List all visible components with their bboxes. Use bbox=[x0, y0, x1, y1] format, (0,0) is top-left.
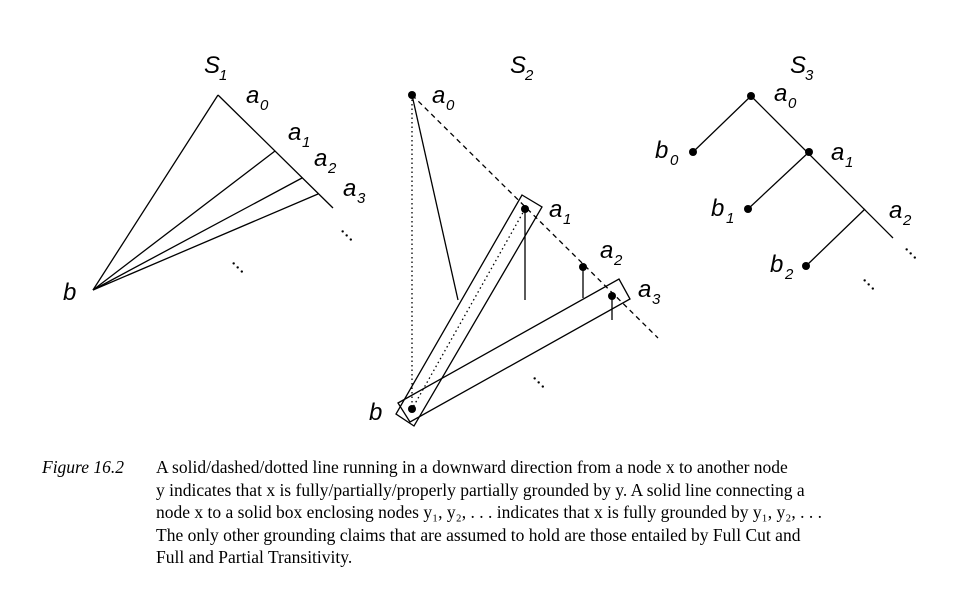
diagram-s1: S 1 a 0 a 1 a 2 a 3 ... ... b bbox=[63, 52, 366, 306]
s2-box-b-a1 bbox=[395, 194, 543, 427]
s2-node-b bbox=[408, 405, 416, 413]
s2-title: S bbox=[510, 52, 526, 79]
s1-label-a3: a bbox=[343, 175, 356, 202]
caption-line: The only other grounding claims that are… bbox=[156, 524, 801, 545]
s3-node-a1 bbox=[805, 148, 813, 156]
s2-label-a2: a bbox=[600, 237, 613, 264]
s2-dotted-a1-b bbox=[411, 208, 526, 410]
s3-edge-a1-b1 bbox=[747, 151, 810, 210]
s2-label-a3-sub: 3 bbox=[652, 291, 661, 308]
s3-label-a0-sub: 0 bbox=[788, 95, 797, 112]
s3-label-a1-sub: 1 bbox=[845, 154, 853, 171]
s1-edge-a3-b bbox=[92, 193, 319, 291]
caption-line: y indicates that x is fully/partially/pr… bbox=[156, 479, 805, 500]
s2-node-a0 bbox=[408, 91, 416, 99]
s3-label-b1: b bbox=[711, 195, 724, 222]
figure-caption: Figure 16.2 A solid/dashed/dotted line r… bbox=[42, 456, 947, 569]
s3-label-b0-sub: 0 bbox=[670, 152, 679, 169]
s3-label-a0: a bbox=[774, 80, 787, 107]
s3-node-a0 bbox=[747, 92, 755, 100]
s2-title-subscript: 2 bbox=[524, 67, 534, 84]
s2-edge-a0-box bbox=[411, 94, 459, 301]
grounding-diagram: S 1 a 0 a 1 a 2 a 3 ... ... b S 2 bbox=[63, 52, 927, 427]
s2-label-a1: a bbox=[549, 196, 562, 223]
s1-title-subscript: 1 bbox=[219, 67, 227, 84]
s1-edge-a2-b bbox=[92, 177, 303, 291]
s1-label-a1-sub: 1 bbox=[302, 134, 310, 151]
caption-line: Full and Partial Transitivity. bbox=[156, 547, 353, 567]
s3-label-a2-sub: 2 bbox=[902, 212, 912, 229]
s1-label-a1: a bbox=[288, 119, 301, 146]
s3-ellipsis-main: ... bbox=[900, 237, 927, 264]
diagram-s2: S 2 a 0 a 1 a 2 a 3 b ... bbox=[369, 52, 661, 427]
s1-label-a3-sub: 3 bbox=[357, 190, 366, 207]
diagram-s3: S 3 a 0 a 1 a 2 b 0 b 1 b 2 ... ... bbox=[655, 52, 927, 295]
s1-main-line bbox=[217, 94, 334, 209]
s3-node-b2 bbox=[802, 262, 810, 270]
caption-line: node x to a solid box enclosing nodes y₁… bbox=[156, 502, 822, 522]
s2-node-a3 bbox=[608, 292, 616, 300]
s2-node-a2 bbox=[579, 263, 587, 271]
s2-box-b-a3 bbox=[397, 278, 631, 423]
s2-label-a0-sub: 0 bbox=[446, 97, 455, 114]
s1-edge-a0-b bbox=[92, 94, 219, 291]
s3-label-b1-sub: 1 bbox=[726, 210, 734, 227]
s3-label-b0: b bbox=[655, 137, 668, 164]
s3-label-b2: b bbox=[770, 251, 783, 278]
s3-edge-a0-b0 bbox=[692, 95, 752, 153]
caption-body: A solid/dashed/dotted line running in a … bbox=[156, 456, 947, 569]
s2-label-a2-sub: 2 bbox=[613, 252, 623, 269]
s3-node-b0 bbox=[689, 148, 697, 156]
s3-title-subscript: 3 bbox=[805, 67, 814, 84]
s2-label-a1-sub: 1 bbox=[563, 211, 571, 228]
s1-edge-a1-b bbox=[92, 150, 276, 291]
s3-node-b1 bbox=[744, 205, 752, 213]
s1-label-a2-sub: 2 bbox=[327, 160, 337, 177]
s1-ellipsis-fan: ... bbox=[227, 251, 254, 278]
s1-ellipsis-right: ... bbox=[336, 219, 363, 246]
caption-line: A solid/dashed/dotted line running in a … bbox=[156, 457, 788, 477]
s1-label-a2: a bbox=[314, 145, 327, 172]
s1-label-a0: a bbox=[246, 82, 259, 109]
s3-edge-a2-b2 bbox=[805, 208, 866, 267]
s2-node-a1 bbox=[521, 205, 529, 213]
s3-ellipsis-branch: ... bbox=[858, 268, 885, 295]
s1-title: S bbox=[204, 52, 220, 79]
s3-label-a2: a bbox=[889, 197, 902, 224]
s3-main-line bbox=[750, 95, 894, 239]
s2-ellipsis: ... bbox=[528, 366, 555, 393]
s3-label-a1: a bbox=[831, 139, 844, 166]
s2-dashed-line bbox=[411, 94, 659, 339]
s3-title: S bbox=[790, 52, 806, 79]
s2-label-a0: a bbox=[432, 82, 445, 109]
s2-label-a3: a bbox=[638, 276, 651, 303]
s1-label-b: b bbox=[63, 279, 76, 306]
s3-label-b2-sub: 2 bbox=[784, 266, 794, 283]
s2-label-b: b bbox=[369, 399, 382, 426]
caption-label: Figure 16.2 bbox=[42, 457, 124, 477]
s1-label-a0-sub: 0 bbox=[260, 97, 269, 114]
